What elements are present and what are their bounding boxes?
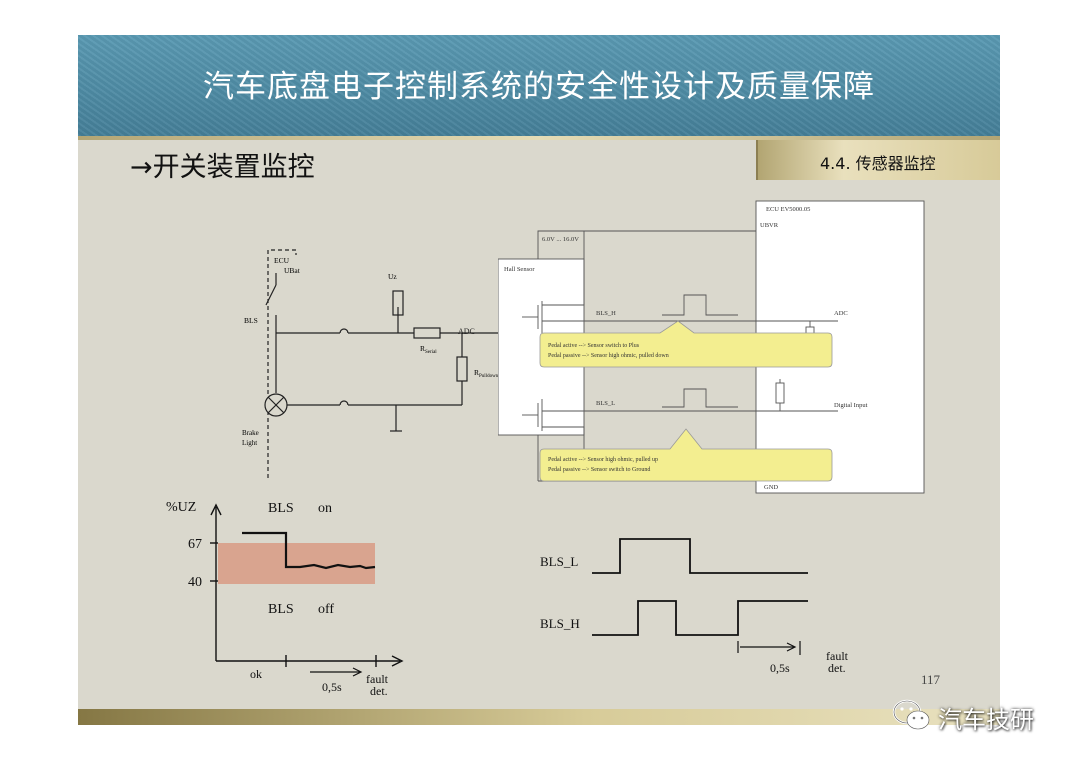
brake-label: Brake xyxy=(242,429,259,437)
on-label: on xyxy=(318,501,332,516)
timing-arrowhead xyxy=(786,642,797,652)
supply-label: 6.0V ... 16.0V xyxy=(542,236,579,243)
circuit-adc-label: ADC xyxy=(458,327,475,336)
bls-l-pulse-icon xyxy=(662,388,738,408)
slide-title: 汽车底盘电子控制系统的安全性设计及质量保障 xyxy=(203,69,875,105)
bls-h-pulse-icon xyxy=(662,294,738,316)
valid-range-band xyxy=(218,543,375,584)
gnd-label: GND xyxy=(764,484,778,491)
bls-h-label: BLS_H xyxy=(540,616,580,631)
y-axis-arrow xyxy=(210,503,222,516)
callout1-line1: Pedal active --> Sensor switch to Plus xyxy=(548,343,640,349)
section-tag: 4.4. 传感器监控 xyxy=(756,140,1000,180)
title-underline xyxy=(78,136,1000,140)
light-label: Light xyxy=(242,439,257,447)
timing-fault-label: fault xyxy=(826,649,849,663)
callout-bls-h xyxy=(539,320,833,368)
wire-crossing-top xyxy=(339,328,349,334)
callout2-line1: Pedal active --> Sensor high ohmic, pull… xyxy=(548,457,658,463)
ubvr-label: UBVR xyxy=(760,222,779,229)
bls-label: BLS xyxy=(244,316,258,325)
adc-input-label: ADC xyxy=(834,310,848,317)
callout2-line2: Pedal passive --> Sensor switch to Groun… xyxy=(548,467,650,473)
hall-sensor-diagram: ECU EV5000.05 UBVR 6.0V ... 16.0V Hall S… xyxy=(498,200,925,494)
brake-switch-circuit: ECU UBat Uz BLS Brake Light RSerial RPul… xyxy=(242,249,506,478)
watermark-text: 汽车技研 xyxy=(938,706,1034,734)
det-label: det. xyxy=(370,684,388,695)
callout1-line2: Pedal passive --> Sensor high ohmic, pul… xyxy=(548,353,669,359)
y-axis-label: %UZ xyxy=(166,500,196,515)
tick-67: 67 xyxy=(188,537,202,552)
r-pulldown-resistor xyxy=(456,356,468,382)
r-serial-resistor xyxy=(413,327,441,339)
wechat-icon xyxy=(892,699,930,730)
bls-off-label: BLS xyxy=(268,602,294,617)
bls-h-signal xyxy=(592,600,808,636)
bls-on-label: BLS xyxy=(268,501,294,516)
watermark: 汽车技研 xyxy=(886,696,1076,736)
page-number: 117 xyxy=(921,672,941,687)
tick-40: 40 xyxy=(188,575,202,590)
title-bar: 汽车底盘电子控制系统的安全性设计及质量保障 xyxy=(78,35,1000,136)
r-pulldown-label: RPulldown xyxy=(474,368,499,379)
r-serial-label: RSerial xyxy=(420,344,437,355)
bottom-bar xyxy=(78,709,1000,725)
ecu-box-label: ECU EV5000.05 xyxy=(766,206,810,213)
ecu-label: ECU xyxy=(274,256,290,265)
uz-resistor xyxy=(392,290,404,316)
bls-h-wire-label: BLS_H xyxy=(596,310,616,317)
x-axis-arrow xyxy=(391,655,404,667)
uz-label: Uz xyxy=(388,272,397,281)
timing-time-label: 0,5s xyxy=(770,661,790,675)
slide: 汽车底盘电子控制系统的安全性设计及质量保障 →开关装置监控 4.4. 传感器监控 xyxy=(78,35,1000,725)
bls-switch xyxy=(265,284,277,306)
lamp-cross-2 xyxy=(267,396,285,414)
bls-h-drain xyxy=(542,231,585,306)
wire-crossing-bottom xyxy=(339,400,349,406)
bls-l-signal xyxy=(592,538,808,574)
bls-level-chart: %UZ 67 40 BLS on BLS off ok 0,5s fault d… xyxy=(166,500,404,695)
callout-bls-l xyxy=(539,428,833,482)
off-label: off xyxy=(318,602,334,617)
ok-label: ok xyxy=(250,667,262,681)
ecu-boundary xyxy=(267,249,297,478)
timing-det-label: det. xyxy=(828,661,846,675)
section-heading: →开关装置监控 xyxy=(130,152,315,183)
fault-label: fault xyxy=(366,672,389,686)
bls-voltage-trace xyxy=(242,531,376,570)
time-arrowhead xyxy=(352,667,363,677)
hall-sensor-label: Hall Sensor xyxy=(504,266,535,273)
digital-input-label: Digital Input xyxy=(834,402,868,409)
bls-timing-diagram: BLS_L BLS_H 0,5s fault det. xyxy=(540,538,849,675)
ubat-label: UBat xyxy=(284,266,301,275)
time-label: 0,5s xyxy=(322,680,342,694)
section-tag-label: 4.4. 传感器监控 xyxy=(820,154,936,173)
bls-l-label: BLS_L xyxy=(540,554,578,569)
bls-l-wire-label: BLS_L xyxy=(596,400,615,407)
